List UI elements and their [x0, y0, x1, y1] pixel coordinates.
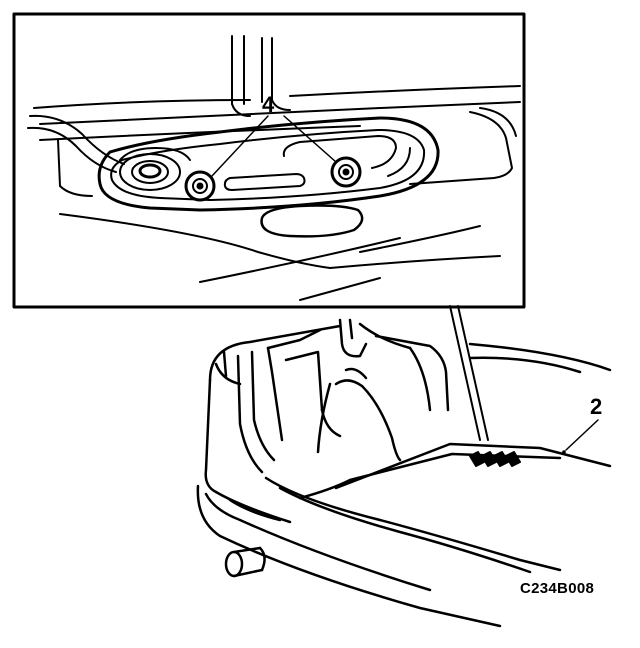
callout-trunk-panel-label: 2 — [590, 394, 603, 419]
vent-slots — [469, 451, 521, 467]
inset-leaders — [449, 305, 489, 441]
rear-bumper — [196, 484, 502, 628]
inset-frame — [12, 12, 526, 309]
fastener-nut — [330, 156, 362, 188]
exhaust-pipe — [224, 546, 266, 578]
figure-code: C234B008 — [520, 580, 595, 597]
trunk-floor-panel — [334, 442, 612, 490]
fastener-nut — [184, 170, 216, 202]
trunk-assembly — [196, 318, 612, 628]
callout-fasteners-label: 4 — [262, 92, 275, 117]
detail-inset — [12, 12, 526, 309]
